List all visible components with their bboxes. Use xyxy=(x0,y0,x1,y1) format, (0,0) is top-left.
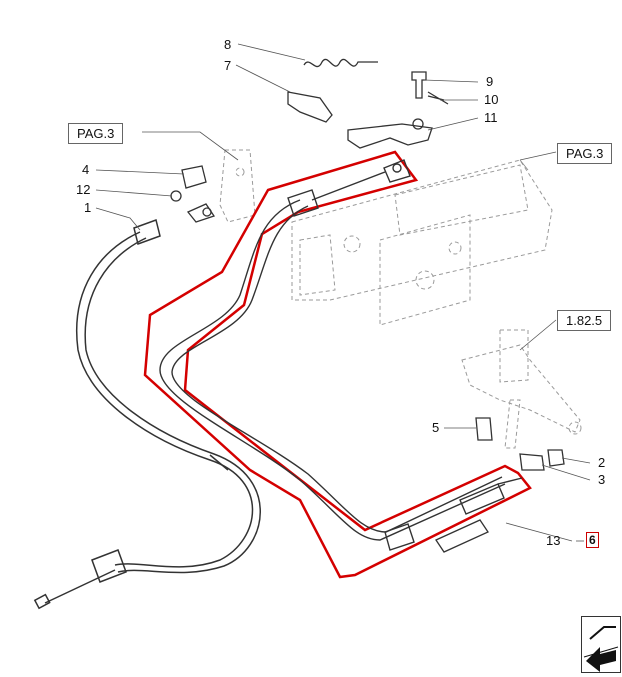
adjuster-13 xyxy=(435,519,489,553)
ref-pag3-left[interactable]: PAG.3 xyxy=(68,123,124,144)
nut-2 xyxy=(547,449,565,467)
ghost-frame-parts xyxy=(219,149,582,449)
clamp-5 xyxy=(475,417,493,441)
lever-7 xyxy=(287,91,333,123)
small-parts xyxy=(170,58,565,553)
ref-pag3-right[interactable]: PAG.3 xyxy=(557,143,613,164)
ball-joint-3 xyxy=(519,453,545,471)
ref-1-82-5[interactable]: 1.82.5 xyxy=(557,310,612,331)
callout-13: 13 xyxy=(546,533,561,548)
bracket-11 xyxy=(347,123,433,149)
cable-1 xyxy=(33,219,261,610)
clip-10 xyxy=(427,91,449,105)
highlight-outline xyxy=(143,150,532,579)
ref-leader-ghost xyxy=(519,159,529,171)
callout-5: 5 xyxy=(432,420,440,435)
callout-12: 12 xyxy=(76,182,91,197)
callout-4: 4 xyxy=(82,162,90,177)
callout-9: 9 xyxy=(486,74,494,89)
callout-1: 1 xyxy=(84,200,92,215)
callout-2: 2 xyxy=(598,455,606,470)
cable-13 xyxy=(159,159,523,551)
callout-3: 3 xyxy=(598,472,606,487)
previous-page-arrow-icon xyxy=(583,626,619,672)
callout-7: 7 xyxy=(224,58,232,73)
callout-11: 11 xyxy=(484,110,498,125)
clevis xyxy=(186,203,216,223)
spring-8 xyxy=(303,58,378,68)
callout-8: 8 xyxy=(224,37,232,52)
previous-page-button[interactable] xyxy=(581,616,621,673)
pin-9 xyxy=(411,71,427,99)
leader-lines xyxy=(95,43,591,542)
quantity-badge: 6 xyxy=(586,532,599,548)
clamp-4 xyxy=(181,165,207,189)
callout-10: 10 xyxy=(484,92,499,107)
